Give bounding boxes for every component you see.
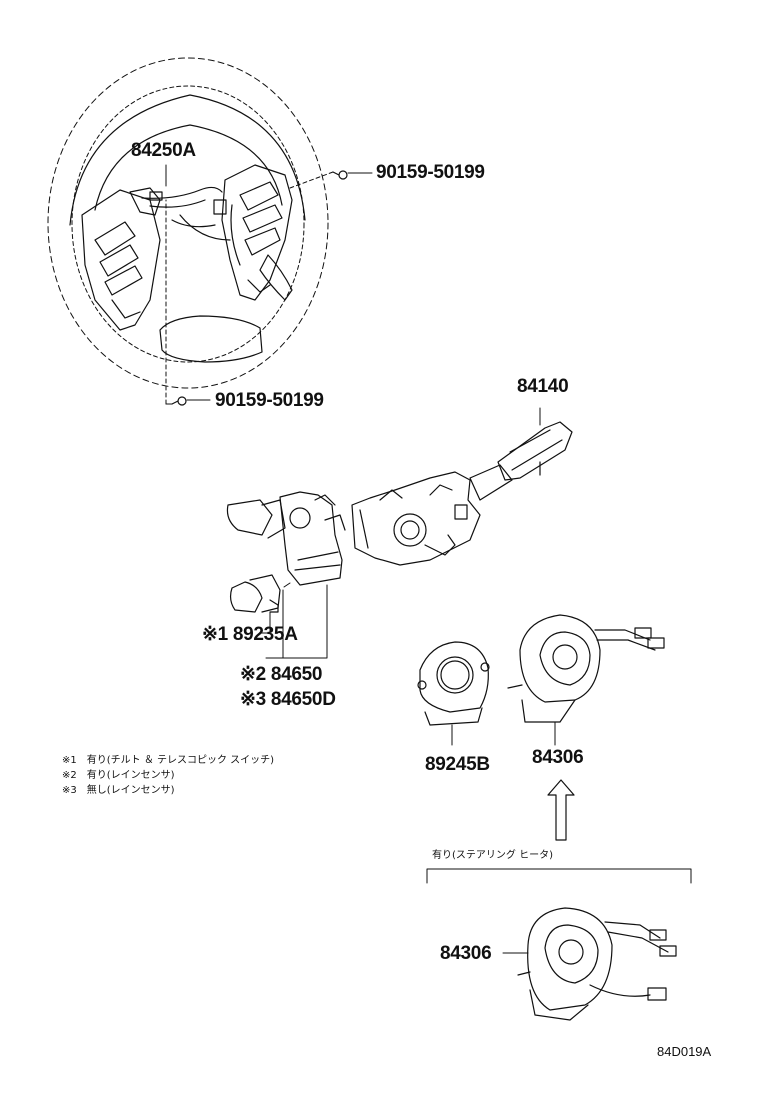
rain-sensor bbox=[417, 641, 490, 746]
screw-lower bbox=[165, 199, 211, 406]
part-label-84306-heater: 84306 bbox=[440, 943, 492, 964]
steering-wheel bbox=[47, 57, 329, 389]
tilt-telescopic-switch bbox=[229, 574, 291, 613]
diagram-code: 84D019A bbox=[657, 1044, 712, 1059]
combination-switch bbox=[351, 407, 573, 566]
heater-bracket bbox=[426, 868, 692, 884]
spiral-cable-with-heater bbox=[502, 907, 677, 1021]
part-label-84306: 84306 bbox=[532, 747, 584, 768]
wiper-switch bbox=[226, 491, 346, 586]
footnote-1: ※1 有り(チルト ＆ テレスコピック スイッチ) bbox=[62, 755, 275, 766]
spiral-cable bbox=[507, 614, 665, 746]
part-label-84250A: 84250A bbox=[131, 140, 196, 161]
footnote-2: ※2 有り(レインセンサ) bbox=[62, 770, 175, 781]
right-steering-switch bbox=[213, 164, 293, 301]
part-label-screw-upper: 90159-50199 bbox=[376, 162, 485, 183]
footnote-3: ※3 無し(レインセンサ) bbox=[62, 785, 175, 796]
screw-upper bbox=[289, 170, 373, 189]
up-arrow-icon bbox=[547, 779, 575, 841]
part-label-84650: ※2 84650 bbox=[240, 664, 323, 685]
part-label-screw-lower: 90159-50199 bbox=[215, 390, 324, 411]
heater-note: 有り(ステアリング ヒータ) bbox=[432, 850, 553, 861]
left-steering-switch bbox=[81, 186, 223, 331]
part-label-89235A: ※1 89235A bbox=[202, 624, 298, 645]
part-label-84140: 84140 bbox=[517, 376, 569, 397]
part-label-84650D: ※3 84650D bbox=[240, 689, 336, 710]
part-label-89245B: 89245B bbox=[425, 754, 490, 775]
